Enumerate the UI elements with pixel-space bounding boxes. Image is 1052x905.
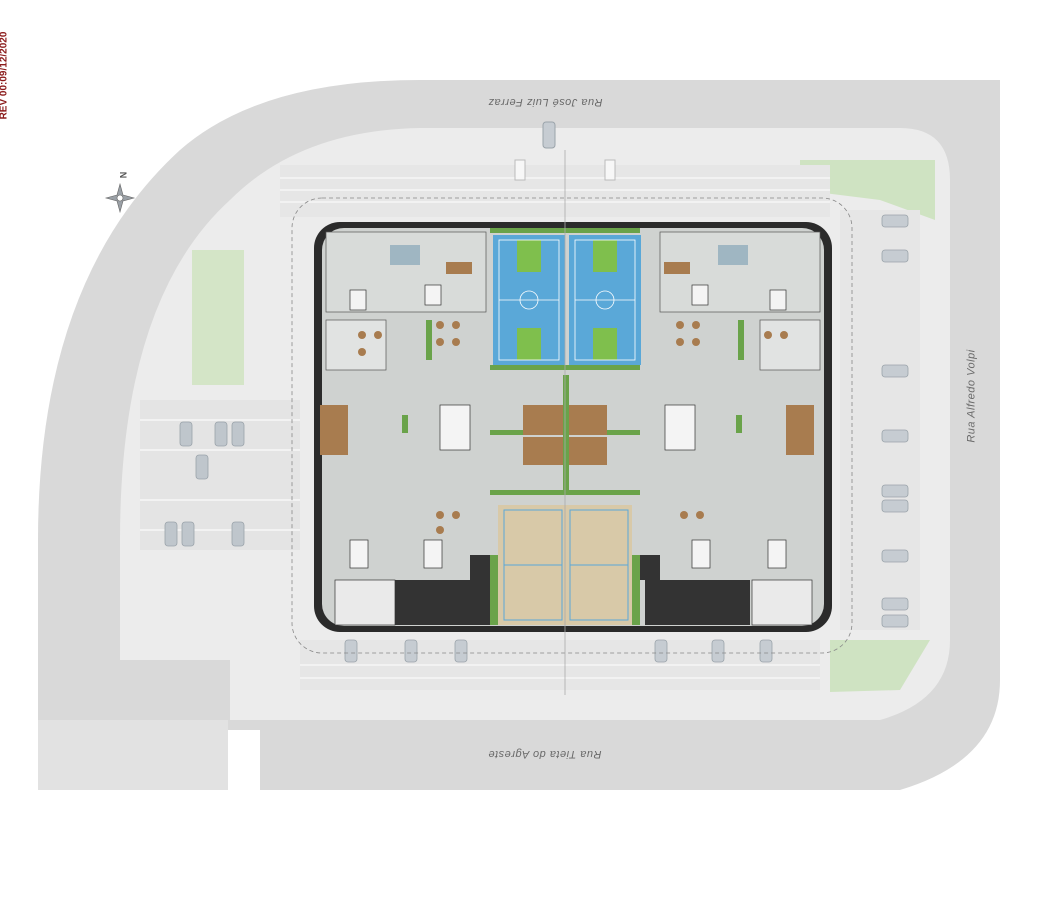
road-corner bbox=[38, 720, 228, 790]
central-deck bbox=[523, 405, 607, 465]
gate-left bbox=[514, 159, 526, 181]
kitchen-left-extension bbox=[470, 555, 490, 580]
tables bbox=[358, 265, 788, 534]
street-label-bottom: Rua Tieta do Agreste bbox=[488, 748, 602, 760]
kitchen-right-extension bbox=[640, 555, 660, 580]
parking-strip-top bbox=[280, 165, 830, 217]
grass-area-bottom-right bbox=[830, 640, 930, 692]
grass-area-top-right bbox=[800, 160, 935, 220]
north-label: N bbox=[118, 171, 129, 179]
sports-courts bbox=[493, 235, 641, 365]
parking-lines-top bbox=[280, 177, 830, 203]
parked-cars-left bbox=[164, 421, 245, 547]
left-wing bbox=[320, 231, 487, 626]
parking-strip-right bbox=[840, 210, 920, 630]
street-label-top: Rua José Luiz Ferraz bbox=[488, 96, 603, 108]
compass-rose-icon bbox=[104, 182, 136, 214]
revision-label: REV 00:09/12/2020 bbox=[0, 31, 10, 120]
parked-cars-right bbox=[881, 214, 909, 628]
car-on-street bbox=[542, 121, 556, 149]
kitchen-right bbox=[645, 580, 750, 625]
property-outline bbox=[291, 197, 853, 654]
gate-right bbox=[604, 159, 616, 181]
right-wing bbox=[659, 231, 821, 626]
kitchen-left bbox=[395, 580, 490, 625]
parked-cars-bottom bbox=[344, 639, 773, 663]
grass-area-left bbox=[192, 250, 244, 385]
street-label-right: Rua Alfredo Volpi bbox=[965, 349, 978, 443]
parking-lines-bottom bbox=[300, 664, 820, 679]
